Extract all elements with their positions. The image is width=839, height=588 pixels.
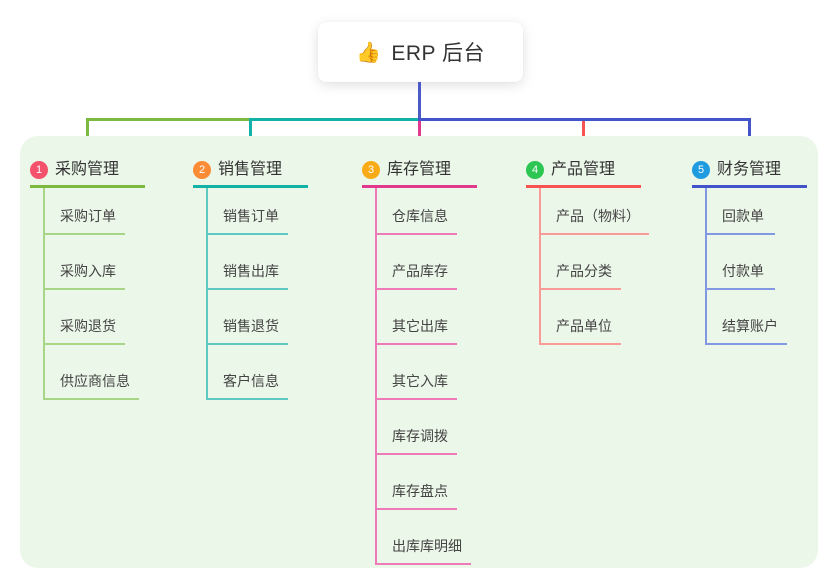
branch-sales-header[interactable]: 2 销售管理 xyxy=(193,136,308,188)
node-inout-detail[interactable]: 出库库明细 xyxy=(377,510,471,565)
badge-4: 4 xyxy=(526,161,544,179)
thumbs-up-icon: 👍 xyxy=(355,41,382,64)
branch-purchase: 1 采购管理 采购订单 采购入库 采购退货 供应商信息 xyxy=(30,136,145,400)
node-other-inbound[interactable]: 其它入库 xyxy=(377,345,457,400)
branch-purchase-items: 采购订单 采购入库 采购退货 供应商信息 xyxy=(43,188,145,400)
branch-inventory: 3 库存管理 仓库信息 产品库存 其它出库 其它入库 库存调拨 库存盘点 出库库… xyxy=(362,136,477,565)
node-receipt-form[interactable]: 回款单 xyxy=(707,188,775,235)
node-sales-order[interactable]: 销售订单 xyxy=(208,188,288,235)
badge-2: 2 xyxy=(193,161,211,179)
root-node-erp[interactable]: 👍 ERP 后台 xyxy=(318,22,523,82)
node-product-category[interactable]: 产品分类 xyxy=(541,235,621,290)
node-stock-transfer[interactable]: 库存调拨 xyxy=(377,400,457,455)
branch-finance-header[interactable]: 5 财务管理 xyxy=(692,136,807,188)
node-settlement-account[interactable]: 结算账户 xyxy=(707,290,787,345)
connector-drop-product xyxy=(582,121,585,142)
branch-purchase-header[interactable]: 1 采购管理 xyxy=(30,136,145,188)
connector-horizontal-teal xyxy=(249,118,421,121)
node-purchase-inbound[interactable]: 采购入库 xyxy=(45,235,125,290)
badge-3: 3 xyxy=(362,161,380,179)
connector-horizontal-green xyxy=(86,118,252,121)
node-product-material[interactable]: 产品（物料） xyxy=(541,188,649,235)
branch-finance-title: 财务管理 xyxy=(717,161,782,178)
branch-inventory-items: 仓库信息 产品库存 其它出库 其它入库 库存调拨 库存盘点 出库库明细 xyxy=(375,188,477,565)
branches-panel: 1 采购管理 采购订单 采购入库 采购退货 供应商信息 2 销售管理 销售订单 … xyxy=(20,136,818,568)
connector-drop-finance xyxy=(748,121,751,142)
branch-product-header[interactable]: 4 产品管理 xyxy=(526,136,641,188)
branch-product: 4 产品管理 产品（物料） 产品分类 产品单位 xyxy=(526,136,649,345)
root-node-label: ERP 后台 xyxy=(391,42,486,65)
connector-drop-sales xyxy=(249,121,252,142)
branch-inventory-header[interactable]: 3 库存管理 xyxy=(362,136,477,188)
badge-5: 5 xyxy=(692,161,710,179)
node-purchase-return[interactable]: 采购退货 xyxy=(45,290,125,345)
node-sales-return[interactable]: 销售退货 xyxy=(208,290,288,345)
branch-product-items: 产品（物料） 产品分类 产品单位 xyxy=(539,188,649,345)
branch-finance-items: 回款单 付款单 结算账户 xyxy=(705,188,807,345)
badge-1: 1 xyxy=(30,161,48,179)
node-supplier-info[interactable]: 供应商信息 xyxy=(45,345,139,400)
node-sales-outbound[interactable]: 销售出库 xyxy=(208,235,288,290)
node-product-stock[interactable]: 产品库存 xyxy=(377,235,457,290)
node-other-outbound[interactable]: 其它出库 xyxy=(377,290,457,345)
branch-sales: 2 销售管理 销售订单 销售出库 销售退货 客户信息 xyxy=(193,136,308,400)
branch-finance: 5 财务管理 回款单 付款单 结算账户 xyxy=(692,136,807,345)
branch-inventory-title: 库存管理 xyxy=(387,161,452,178)
connector-drop-inventory xyxy=(418,121,421,142)
branch-purchase-title: 采购管理 xyxy=(55,161,120,178)
node-stock-count[interactable]: 库存盘点 xyxy=(377,455,457,510)
branch-sales-items: 销售订单 销售出库 销售退货 客户信息 xyxy=(206,188,308,400)
node-purchase-order[interactable]: 采购订单 xyxy=(45,188,125,235)
branch-product-title: 产品管理 xyxy=(551,161,616,178)
node-product-unit[interactable]: 产品单位 xyxy=(541,290,621,345)
connector-trunk xyxy=(418,82,421,121)
node-warehouse-info[interactable]: 仓库信息 xyxy=(377,188,457,235)
branch-sales-title: 销售管理 xyxy=(218,161,283,178)
node-payment-form[interactable]: 付款单 xyxy=(707,235,775,290)
node-customer-info[interactable]: 客户信息 xyxy=(208,345,288,400)
connector-horizontal-blue xyxy=(418,118,751,121)
connector-drop-purchase xyxy=(86,121,89,142)
